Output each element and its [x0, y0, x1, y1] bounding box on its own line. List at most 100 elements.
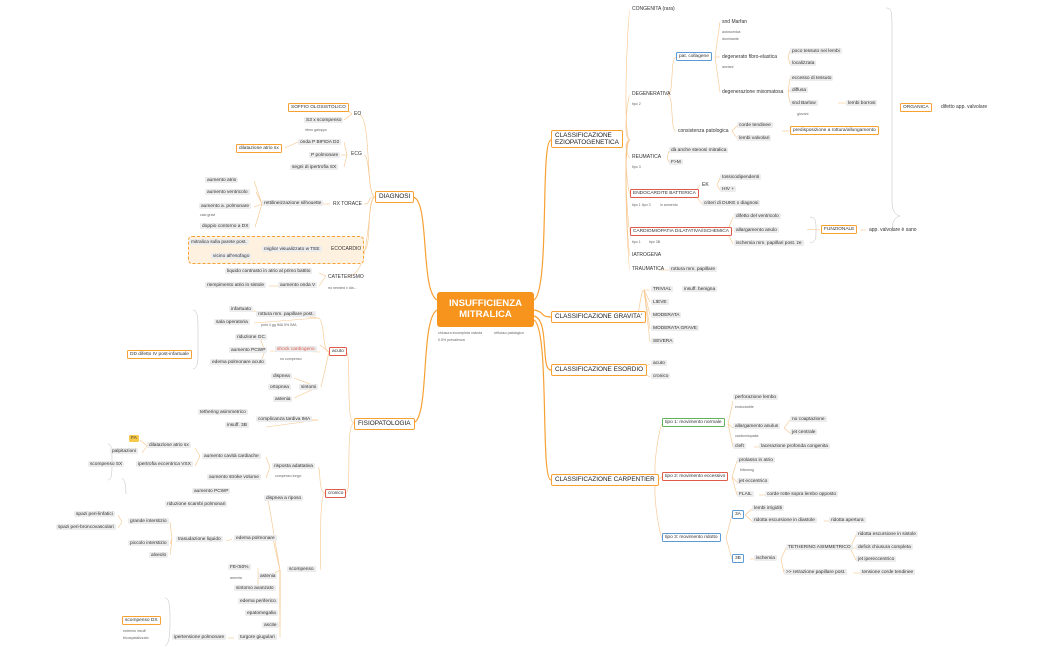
mitralica-parete-node[interactable]: mitralica sulla parete post.: [189, 239, 249, 245]
fe-node[interactable]: FE<50%: [228, 564, 251, 570]
reumatica-node[interactable]: REUMATICA: [632, 154, 662, 160]
moderata-grave-node[interactable]: MODERATA GRAVE: [651, 325, 699, 331]
difetto-ventricolo-node[interactable]: difetto del ventricolo: [734, 213, 781, 219]
app-sano-node[interactable]: app. valvolare è sano: [869, 227, 917, 233]
soffio-node[interactable]: SOFFIO OLOSISTOLICO: [288, 103, 349, 112]
tipo1-node[interactable]: tipo 1: movimento normale: [662, 418, 725, 427]
tethering-asimmetrico-node[interactable]: TETHERING ASIMMETRICO: [786, 544, 853, 550]
aumento-pcwp-cronico-node[interactable]: aumento PCWP: [192, 488, 231, 494]
turgore-giugulari-node[interactable]: turgore giugulari: [238, 634, 277, 640]
esordio-cronico-node[interactable]: cronico: [651, 373, 671, 379]
eziopatogenetica-topic[interactable]: CLASSIFICAZIONE EZIOPATOGENETICA: [551, 130, 623, 148]
gravita-topic[interactable]: CLASSIFICAZIONE GRAVITA': [551, 311, 646, 323]
aumento-stroke-node[interactable]: aumento stroke volume: [207, 474, 261, 480]
sala-operatoria-node[interactable]: sala operatoria: [214, 319, 250, 325]
lembi-irrigiditi-node[interactable]: lembi irrigiditi: [752, 505, 784, 511]
edema-acuto-node[interactable]: edema polmonare acuto: [210, 359, 266, 365]
acuto-node[interactable]: acuto: [329, 347, 347, 356]
prolasso-node[interactable]: prolasso in atrio: [737, 457, 775, 463]
aumento-cavita-node[interactable]: aumento cavità cardiache: [202, 453, 261, 459]
infartuato-node[interactable]: infartuato: [229, 306, 254, 312]
difetto-valvolare-node[interactable]: difetto app. valvolare: [941, 104, 988, 110]
tee-node[interactable]: miglior visualizzato w TEE: [262, 246, 322, 252]
no-coaptazione-node[interactable]: no coaptazione: [790, 416, 827, 422]
organica-node[interactable]: ORGANICA: [900, 103, 932, 112]
cleft-node[interactable]: cleft: [733, 443, 746, 449]
mixomatosa-node[interactable]: degenerazione mixomatosa: [722, 89, 784, 95]
ipertrofia-sx-node[interactable]: segni di ipertrofia SX: [290, 164, 339, 170]
aumento-pcwp-node[interactable]: aumento PCWP: [229, 347, 268, 353]
spazi-perilinfatici-node[interactable]: spazi peri-linfatici: [74, 511, 115, 517]
scompenso-node[interactable]: scompenso: [287, 566, 316, 572]
allargamento-anulus-node[interactable]: allargamento anulus: [733, 423, 781, 429]
severa-node[interactable]: SEVERA: [651, 338, 675, 344]
cronico-node[interactable]: cronico: [325, 489, 347, 498]
lieve-node[interactable]: LIEVE: [651, 299, 669, 305]
jet-ipereccentrico-node[interactable]: jet ipereccentrico: [856, 556, 897, 562]
ridotta-sistole-node[interactable]: ridotta escursione in sistole: [856, 531, 918, 537]
edema-polmonare-node[interactable]: edema polmonare: [234, 535, 277, 541]
esordio-acuto-node[interactable]: acuto: [651, 360, 667, 366]
p-polmonare-node[interactable]: P polmonare: [309, 152, 341, 158]
lacerazione-node[interactable]: lacerazione profonda congenita: [759, 443, 830, 449]
ischemia-node[interactable]: ischemia: [754, 555, 777, 561]
diagnosi-topic[interactable]: DIAGNOSI: [375, 191, 415, 203]
perforazione-node[interactable]: perforazione lembo: [733, 394, 779, 400]
jet-eccentrico-node[interactable]: jet eccentrico: [737, 478, 770, 484]
degenerativa-node[interactable]: DEGENERATIVA: [632, 91, 671, 97]
fisiopatologia-topic[interactable]: FISIOPATOLOGIA: [354, 418, 415, 430]
aumento-polmonare-node[interactable]: aumento a. polmonare: [199, 203, 251, 209]
aumento-atrio-node[interactable]: aumento atrio: [205, 177, 239, 183]
iatrogena-node[interactable]: IATROGENA: [632, 252, 662, 258]
dd-difetto-node[interactable]: DD difetto IV post-infartuale: [127, 350, 192, 359]
riduzione-scambi-node[interactable]: riduzione scambi polmonari: [165, 501, 228, 507]
endocardite-node[interactable]: ENDOCARDITE BATTERICA: [630, 189, 699, 198]
sintomi-node[interactable]: sintomi: [299, 384, 319, 390]
hiv-node[interactable]: HIV +: [720, 186, 737, 192]
carpentier-topic[interactable]: CLASSIFICAZIONE CARPENTIER: [551, 474, 659, 486]
esordio-topic[interactable]: CLASSIFICAZIONE ESORDIO: [551, 364, 648, 376]
central-topic[interactable]: INSUFFICIENZA MITRALICA: [437, 292, 534, 327]
complicanza-tardiva-node[interactable]: complicanza tardiva IMA: [256, 416, 313, 422]
tipo3-node[interactable]: tipo 3: movimento ridotto: [662, 533, 721, 542]
scompenso-sx-node[interactable]: scompenso SX: [88, 461, 125, 467]
grande-interstizio-node[interactable]: grande interstizio: [128, 518, 169, 524]
flail-node[interactable]: FLAIL: [737, 491, 754, 497]
cateterismo-node[interactable]: CATETERISMO: [328, 274, 364, 280]
moderata-node[interactable]: MODERATA: [651, 312, 682, 318]
benigna-node[interactable]: insuff. benigna: [682, 286, 718, 292]
trivial-node[interactable]: TRIVIAL: [651, 286, 674, 292]
tossicodipendenti-node[interactable]: tossicodipendenti: [720, 174, 762, 180]
edema-periferico-node[interactable]: edema periferico: [238, 598, 278, 604]
palpitazioni-node[interactable]: palpitazioni: [110, 448, 139, 454]
insuff-3b-node[interactable]: insuff. 3B: [225, 422, 249, 428]
jet-centrale-node[interactable]: jet centrale: [790, 429, 818, 435]
marfan-node[interactable]: snd Marfan: [722, 19, 748, 25]
congenita-node[interactable]: CONGENITA (rara): [632, 6, 675, 12]
piccolo-interstizio-node[interactable]: piccolo interstizio: [128, 540, 169, 546]
riempimento-atrio-node[interactable]: riempimento atrio in sistole: [205, 282, 267, 288]
liquido-contrasto-node[interactable]: liquido contrasto in atrio al primo batt…: [225, 268, 313, 274]
dilatazione-atrio-node[interactable]: dilatazione atrio sx: [236, 144, 282, 153]
fibro-elastica-node[interactable]: degenerato fibro-elastica: [722, 54, 778, 60]
ecg-node[interactable]: ECG: [351, 151, 362, 157]
corde-tendinee-node[interactable]: corde tendinee: [737, 122, 773, 128]
dispnea-riposo-node[interactable]: dispnea a riposo: [264, 495, 304, 501]
corde-rotte-node[interactable]: corde rotte sopra lembo opposto: [765, 491, 839, 497]
astenia-node[interactable]: astenia: [273, 396, 293, 402]
spazi-peribronco-node[interactable]: spazi peri-broncovascolari: [56, 524, 116, 530]
eo-node[interactable]: EO: [354, 111, 362, 117]
duke-node[interactable]: criteri di DUKE x diagnosi: [702, 200, 761, 206]
ecocardio-node[interactable]: ECOCARDIO: [331, 246, 362, 252]
ipertensione-polmonare-node[interactable]: ipertensione polmonare: [172, 634, 227, 640]
onda-p-node[interactable]: onda P BIFIDA D2: [298, 139, 342, 145]
fa-node[interactable]: FA: [129, 435, 139, 442]
scompenso-dx-node[interactable]: scompenso DX: [122, 616, 161, 625]
doppio-contorno-node[interactable]: doppio contorno a DX: [200, 223, 251, 229]
deficit-chiusura-node[interactable]: deficit chiusura completa: [856, 544, 913, 550]
trasudazione-node[interactable]: trasudazione liquido: [176, 536, 223, 542]
dispnea-node[interactable]: dispnea: [271, 373, 292, 379]
3a-node[interactable]: 3A: [732, 510, 744, 519]
shock-cardiogeno-node[interactable]: shock cardiogeno: [275, 346, 317, 352]
predisposizione-node[interactable]: predisposizione a rottura/allungamento: [790, 126, 879, 135]
